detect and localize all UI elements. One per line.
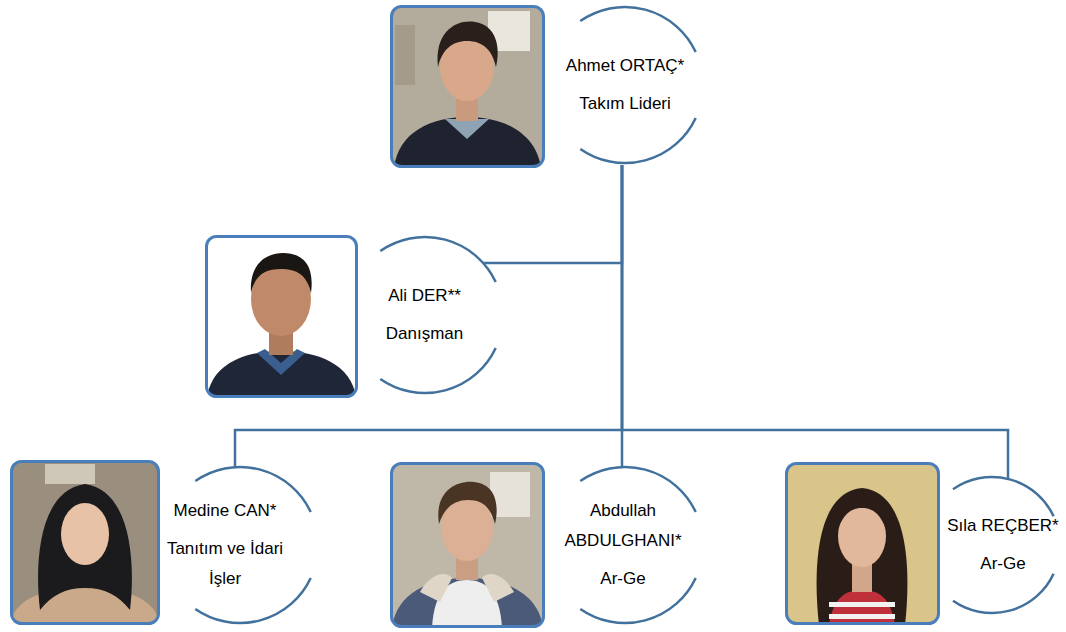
- text-area: Ali DER** Danışman: [362, 235, 487, 395]
- person-node: Sıla REÇBER* Ar-Ge: [922, 475, 1062, 615]
- photo-part: [38, 484, 132, 610]
- circle-arc: [953, 574, 1054, 613]
- photo-part: [829, 602, 895, 607]
- person-node: Ali DER** Danışman: [345, 235, 505, 395]
- org-connector: [622, 165, 1008, 479]
- photo-part: [445, 119, 489, 139]
- photo-part: [392, 7, 544, 167]
- person-name: Abdullah ABDULGHANI*: [548, 496, 698, 556]
- photo-part: [12, 462, 159, 624]
- person-name: Ali DER**: [388, 281, 461, 311]
- bracket-circle: [345, 235, 505, 395]
- photo-part: [45, 464, 95, 484]
- photo-part: [787, 464, 939, 624]
- person-node: Abdullah ABDULGHANI* Ar-Ge: [545, 465, 705, 625]
- photo-part: [392, 464, 544, 627]
- circle-arc: [580, 7, 695, 52]
- portrait-photo: [205, 235, 358, 398]
- circle-arc: [580, 118, 695, 163]
- portrait-photo: [390, 5, 545, 168]
- org-connector: [235, 165, 622, 467]
- text-area: Ahmet ORTAÇ* Takım Lideri: [548, 5, 702, 165]
- circle-arc: [953, 477, 1054, 516]
- photo-part: [438, 482, 496, 524]
- circle-arc: [380, 348, 495, 393]
- text-area: Medine CAN* Tanıtım ve İdari İşler: [166, 465, 284, 625]
- photo-part: [392, 7, 544, 167]
- photo-part: [392, 7, 544, 167]
- photo-part: [207, 237, 357, 397]
- photo-part: [438, 22, 498, 67]
- person-role: Takım Lideri: [579, 89, 671, 119]
- portrait-photo: [10, 460, 160, 625]
- photo-part: [251, 253, 312, 293]
- text-area: Sıla REÇBER* Ar-Ge: [944, 475, 1062, 615]
- person-role: Danışman: [386, 319, 463, 349]
- person-name: Sıla REÇBER*: [947, 511, 1058, 541]
- photo-part: [61, 503, 109, 565]
- portrait-photo: [390, 462, 545, 628]
- photo-part: [392, 464, 544, 627]
- org-connector: [483, 165, 622, 263]
- person-node: Ahmet ORTAÇ* Takım Lideri: [545, 5, 705, 165]
- photo-part: [394, 117, 541, 167]
- photo-part: [207, 237, 357, 397]
- text-area: Abdullah ABDULGHANI* Ar-Ge: [548, 465, 698, 625]
- photo-part: [787, 464, 939, 624]
- photo-part: [12, 462, 159, 624]
- photo-part: [12, 462, 159, 624]
- photo-part: [817, 488, 908, 624]
- photo-part: [787, 464, 939, 624]
- person-name: Ahmet ORTAÇ*: [566, 51, 684, 81]
- bracket-circle: [545, 5, 705, 165]
- portrait-photo: [785, 462, 940, 625]
- photo-part: [829, 614, 895, 619]
- person-name: Medine CAN*: [174, 496, 277, 526]
- bracket-circle: [922, 475, 1062, 615]
- photo-part: [12, 588, 159, 624]
- photo-part: [829, 590, 895, 624]
- photo-part: [392, 464, 544, 627]
- circle-arc: [380, 237, 495, 282]
- photo-part: [392, 578, 543, 627]
- photo-part: [395, 25, 415, 85]
- person-node: Medine CAN* Tanıtım ve İdari İşler: [160, 465, 320, 625]
- person-role: Ar-Ge: [600, 564, 645, 594]
- person-role: Tanıtım ve İdari İşler: [166, 534, 284, 594]
- photo-part: [207, 237, 357, 397]
- person-role: Ar-Ge: [980, 549, 1025, 579]
- photo-part: [837, 498, 887, 532]
